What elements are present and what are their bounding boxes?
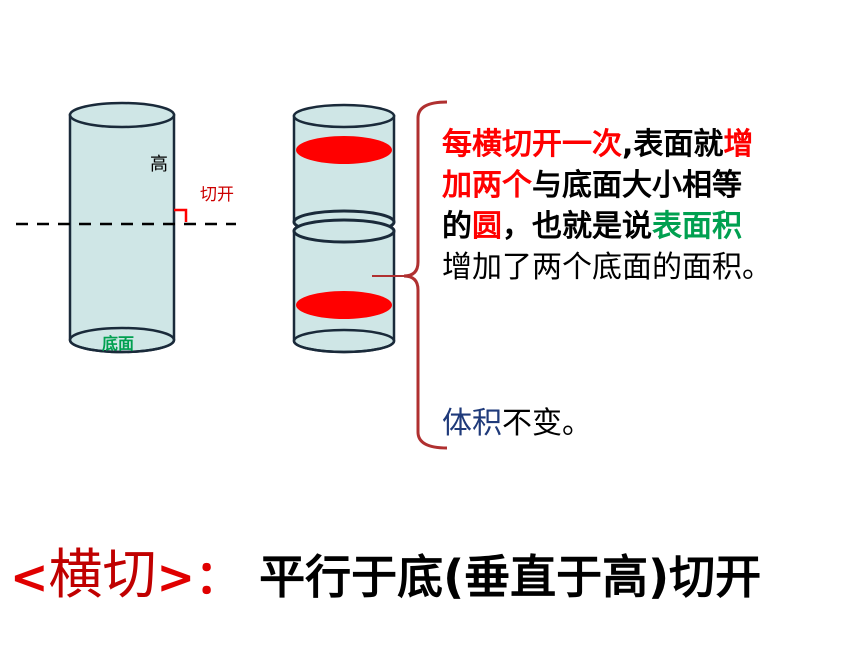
explanation-line-3-red-a: 圆	[472, 209, 502, 244]
bottom-piece-cylinder	[292, 218, 396, 354]
explanation-line-1-red: 每横切开一次	[442, 127, 622, 162]
base-label: 底面	[102, 334, 135, 353]
bottom-title-close-bracket: >	[156, 550, 196, 604]
bottom-piece-base-edge	[292, 328, 396, 354]
height-label: 高	[150, 154, 168, 175]
explanation-line-1-red-tail: 增	[723, 127, 754, 162]
explanation-line-3-green: 表面积	[652, 209, 742, 244]
explanation-line-1-black: ,表面就	[622, 127, 724, 162]
volume-note-colored: 体积	[442, 406, 502, 441]
top-new-circle-face	[296, 136, 392, 164]
bottom-title-definition: 平行于底(垂直于高)切开	[259, 550, 762, 604]
right-angle-marker-icon	[174, 208, 188, 222]
volume-note-plain: 不变。	[502, 406, 592, 441]
whole-cylinder-top-face	[68, 101, 176, 129]
volume-note: 体积不变。	[442, 398, 592, 442]
bottom-title: <横切>： 平行于底(垂直于高)切开	[10, 530, 761, 609]
explanation-line-2: 加两个与底面大小相等	[442, 165, 852, 206]
explanation-line-2-red: 加两个	[442, 168, 532, 203]
bottom-piece-top-face	[292, 218, 396, 244]
explanation-line-1: 每横切开一次,表面就增	[442, 124, 852, 165]
bottom-title-open-bracket: <	[10, 550, 49, 604]
explanation-line-4: 增加了两个底面的面积。	[442, 250, 772, 285]
top-piece-cylinder	[292, 103, 396, 235]
bottom-title-colon: ：	[195, 550, 242, 604]
cut-label: 切开	[200, 185, 234, 205]
explanation-line-2-black: 与底面大小相等	[532, 168, 742, 203]
whole-cylinder	[68, 101, 176, 354]
explanation-line-3-black: 的	[442, 209, 472, 244]
explanation-line-3-black-b: ，也就是说	[502, 209, 652, 244]
explanation-text: 每横切开一次,表面就增 加两个与底面大小相等 的圆，也就是说表面积 增加了两个底…	[442, 124, 852, 288]
bottom-new-circle-face	[296, 291, 392, 319]
left-curly-brace-icon	[403, 100, 448, 450]
whole-cylinder-bottom-base	[68, 326, 176, 354]
explanation-line-3: 的圆，也就是说表面积	[442, 206, 852, 247]
top-piece-top-face	[292, 103, 396, 129]
bottom-title-term: 横切	[48, 543, 157, 606]
